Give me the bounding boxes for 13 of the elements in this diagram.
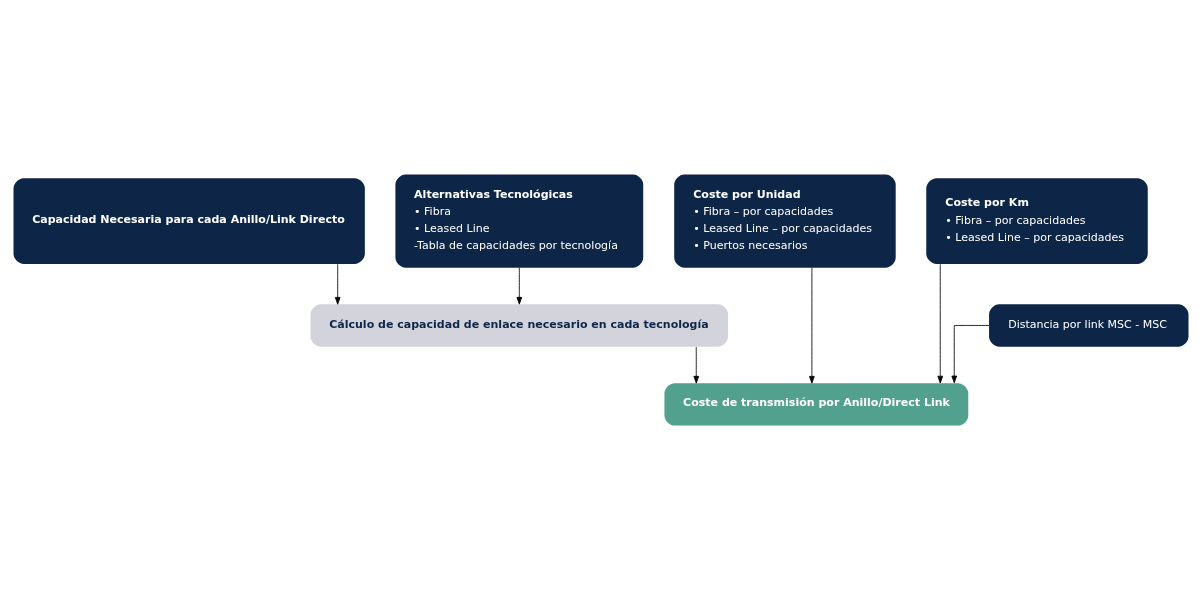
node-box: Coste de transmisión por Anillo/Direct Link	[664, 382, 969, 426]
node-box: Alternativas Tecnológicas • Fibra • Leased Line -Tabla de capacidades por tecnología	[395, 173, 644, 268]
arrow	[516, 266, 523, 305]
node-box: Distancia por link MSC - MSC	[989, 303, 1189, 347]
node-box: Coste por Unidad • Fibra – por capacidades • Leased Line – por capacidades • Puertos necesarios	[674, 173, 896, 268]
node-box: Capacidad Necesaria para cada Anillo/Link Directo	[13, 177, 365, 264]
node-box: Cálculo de capacidad de enlace necesario en cada tecnología	[310, 303, 729, 347]
arrow	[809, 266, 815, 384]
arrow	[693, 346, 700, 384]
arrow	[334, 263, 341, 305]
arrow	[937, 263, 944, 383]
arrow	[951, 324, 990, 383]
node-box: Coste por Km • Fibra – por capacidades • Leased Line – por capacidades	[926, 177, 1148, 264]
